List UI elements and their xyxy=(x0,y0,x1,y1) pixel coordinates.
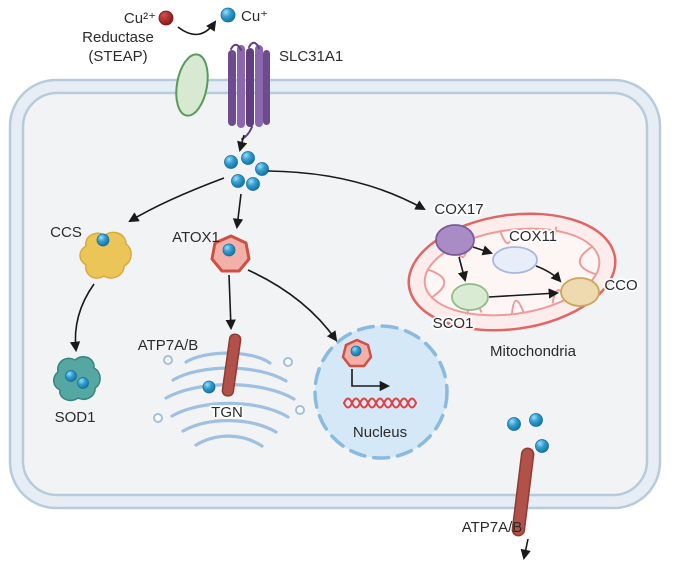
cell-membrane-inner-line xyxy=(21,91,649,497)
reductase-label-line2: (STEAP) xyxy=(88,48,147,65)
tgn-cisterna xyxy=(194,434,264,448)
nucleus-label: Nucleus xyxy=(353,424,407,441)
arrow-cox11-to-cco xyxy=(535,265,562,283)
slc31a1-label: SLC31A1 xyxy=(279,48,343,65)
tgn-cisterna xyxy=(170,401,290,419)
copper-ion xyxy=(231,174,245,188)
tgn-vesicle xyxy=(295,405,305,415)
atox1-label: ATOX1 xyxy=(172,229,220,246)
arrow-sco1-to-cco xyxy=(488,288,560,299)
cox11-protein xyxy=(492,246,538,274)
tgn-label: TGN xyxy=(211,404,243,421)
copper-ion xyxy=(529,413,543,427)
mitochondria xyxy=(407,212,617,332)
arrow-to-ccs xyxy=(128,177,225,223)
cox17-label: COX17 xyxy=(434,201,483,218)
copper-ion xyxy=(350,345,362,357)
tgn-vesicle xyxy=(153,413,163,423)
slc31a1-helix xyxy=(237,45,245,128)
atox1-chaperone xyxy=(210,234,251,273)
nucleus xyxy=(313,324,449,460)
atp7ab-transporter-pm xyxy=(511,447,535,537)
ccs-label: CCS xyxy=(50,224,82,241)
arrow-cox17-to-cox11 xyxy=(472,245,493,256)
dna-strand xyxy=(343,397,417,409)
arrow-atox1-to-nucleus xyxy=(247,269,338,342)
arrow-to-mitochondria xyxy=(267,170,426,211)
copper-ion xyxy=(507,417,521,431)
sod1-blob xyxy=(53,356,101,402)
atp7ab-transporter-tgn xyxy=(221,333,242,397)
copper-ion-cluster xyxy=(224,151,269,191)
copper-ion xyxy=(222,243,236,257)
copper-ion xyxy=(224,155,238,169)
slc31a1-helix xyxy=(263,50,270,125)
crista-line xyxy=(578,245,598,276)
tgn-golgi xyxy=(153,333,305,448)
ccs-chaperone xyxy=(79,231,132,279)
cell-membrane xyxy=(8,78,662,510)
sco1-protein xyxy=(451,283,489,311)
arrow-ccs-to-sod1 xyxy=(69,283,95,353)
cox17-protein xyxy=(435,224,475,256)
reductase-label-line1: Reductase xyxy=(82,29,154,46)
copper-ion xyxy=(255,162,269,176)
sod1-label: SOD1 xyxy=(55,409,96,426)
copper-ion xyxy=(246,177,260,191)
copper-ion xyxy=(77,377,89,389)
slc31a1-helix xyxy=(255,45,263,127)
dna-strand xyxy=(343,397,417,409)
arrow-export xyxy=(520,538,531,561)
labels: Cu²⁺ Cu⁺ Reductase (STEAP) SLC31A1 CCS A… xyxy=(50,8,640,536)
sod1-protein xyxy=(53,356,101,402)
arrow-import xyxy=(237,134,248,153)
cox11-label: COX11 xyxy=(509,228,557,245)
cco-protein xyxy=(560,277,600,307)
cu-plus-ion xyxy=(220,7,236,23)
tgn-vesicle xyxy=(163,355,173,365)
cco-label: CCO xyxy=(604,277,637,294)
atp7ab-tgn-label: ATP7A/B xyxy=(138,337,199,354)
slc31a1-helix xyxy=(228,50,236,126)
copper-ion xyxy=(241,151,255,165)
slc31a1-loop xyxy=(230,43,242,51)
arrow-atox1-to-atp7ab xyxy=(225,274,236,331)
atp7ab-export-label: ATP7A/B xyxy=(462,519,523,536)
slc31a1-loop xyxy=(248,41,260,49)
cu1-label: Cu⁺ xyxy=(241,8,268,25)
crista-line xyxy=(541,226,558,242)
crista-line xyxy=(426,268,446,299)
crista-line xyxy=(510,299,525,316)
copper-ion xyxy=(535,439,549,453)
arrow-cu2-to-cu1 xyxy=(177,20,217,36)
arrow-cox17-to-sco1 xyxy=(457,256,468,283)
tgn-vesicle xyxy=(283,357,293,367)
cu2-label: Cu²⁺ xyxy=(124,10,156,27)
copper-export-site xyxy=(507,413,549,537)
reductase-enzyme xyxy=(175,53,209,117)
copper-ion xyxy=(202,380,216,394)
copper-ion xyxy=(96,233,110,247)
pathway-arrows xyxy=(69,20,562,561)
copper-ion xyxy=(65,370,77,382)
slc31a1-helix xyxy=(246,48,254,127)
slc31a1-transporter xyxy=(228,41,270,140)
tgn-cisterna xyxy=(181,419,278,434)
arrow-to-atox1 xyxy=(232,193,244,230)
sco1-label: SCO1 xyxy=(433,315,474,332)
mitochondria-label: Mitochondria xyxy=(490,343,577,360)
crista-line xyxy=(499,228,514,245)
cu2plus-ion xyxy=(158,10,174,26)
transcription-arrow xyxy=(351,369,391,392)
